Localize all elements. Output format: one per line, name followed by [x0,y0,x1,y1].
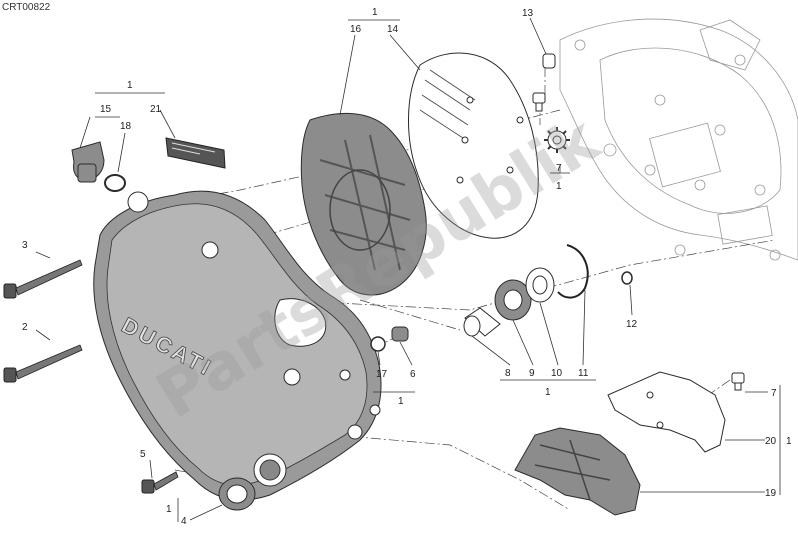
label-8: 8 [505,368,511,379]
label-1b: 1 [372,7,378,18]
label-5: 5 [140,449,146,460]
clutch-cover: DUCATI [93,190,382,501]
label-21: 21 [150,104,162,115]
leader-lines [35,17,781,522]
label-1d: 1 [398,396,404,407]
inner-cover-16 [300,112,427,296]
label-1e: 1 [545,387,551,398]
label-15: 15 [100,104,112,115]
label-4: 4 [181,516,187,527]
label-7a: 7 [556,163,562,174]
label-6: 6 [410,369,416,380]
bolt-7-upper [532,92,546,112]
label-10: 10 [551,368,563,379]
o-ring-seal-18 [104,174,126,192]
label-18: 18 [120,121,132,132]
label-19: 19 [765,488,777,499]
ring-12 [621,271,633,285]
oil-filler-plug [71,141,105,183]
label-9: 9 [529,368,535,379]
diagram-code: CRT00822 [2,2,51,13]
washer-17 [370,336,386,352]
decal-label-21 [165,137,226,169]
bearing-9 [494,279,532,321]
bolt-3 [3,259,83,299]
label-7b: 7 [771,388,777,399]
label-12: 12 [626,319,638,330]
dowel-pin-13 [542,53,556,69]
washer-10 [525,267,555,303]
outer-cover-14 [408,52,539,239]
callout-labels: 1 15 21 18 1 16 14 13 7 1 3 2 12 17 6 1 … [22,7,792,527]
label-13: 13 [522,8,534,19]
label-14: 14 [387,24,399,35]
engine-case-outline [559,18,798,261]
bolt-2 [3,344,83,383]
gear-icon [544,127,570,153]
bushing-8 [463,307,501,337]
seal-4 [218,477,256,511]
nut-6 [391,326,409,342]
label-2: 2 [22,322,28,333]
label-3: 3 [22,240,28,251]
label-1a: 1 [127,80,133,91]
bolt-7-lower [731,372,745,391]
guard-19 [514,427,641,516]
guard-20 [607,371,726,453]
bolt-5 [141,471,179,494]
label-11: 11 [578,368,589,379]
label-20: 20 [765,436,777,447]
label-1f: 1 [786,436,792,447]
label-1g: 1 [166,504,172,515]
label-1c: 1 [556,181,562,192]
circlip-11 [557,244,589,299]
label-16: 16 [350,24,362,35]
label-17: 17 [376,369,388,380]
